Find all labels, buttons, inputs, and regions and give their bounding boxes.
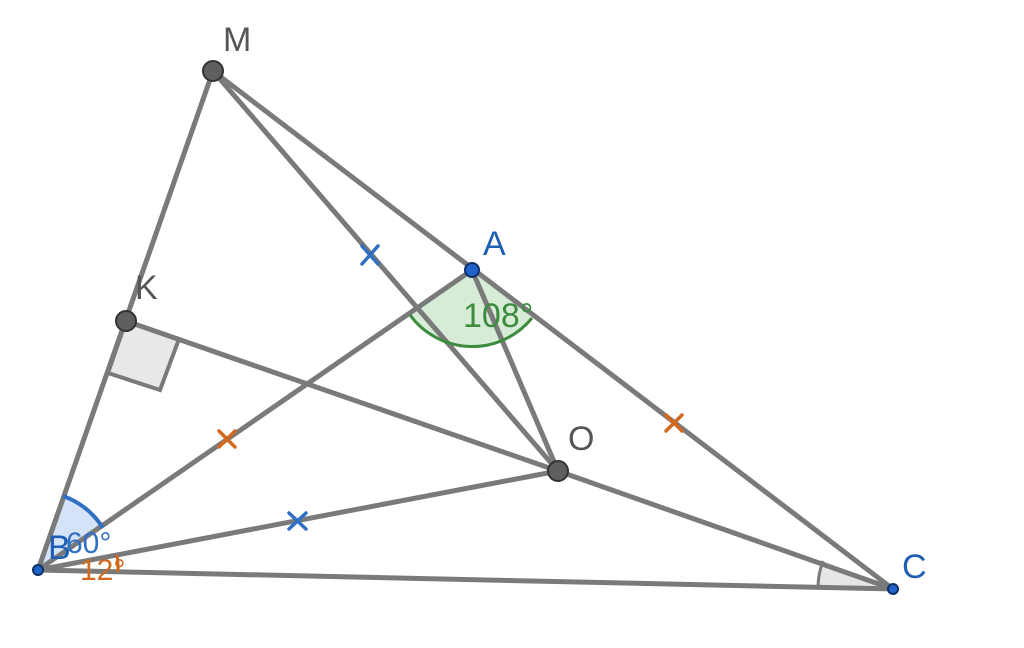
point-C xyxy=(887,583,899,595)
label-B: B xyxy=(48,529,71,567)
angle-arc-B-inner xyxy=(115,554,120,573)
angle-arc-A xyxy=(408,314,534,349)
angle-arc-C xyxy=(816,560,825,588)
angle-arc-B-outer xyxy=(62,494,105,530)
label-A: A xyxy=(483,225,506,263)
label-O: O xyxy=(568,420,594,458)
segment-BC xyxy=(35,567,896,592)
segment-AO xyxy=(469,267,561,474)
segment-KO xyxy=(123,318,561,474)
segment-MO xyxy=(210,68,561,474)
tick-mark-BO xyxy=(287,511,308,531)
label-C: C xyxy=(902,548,927,586)
point-K xyxy=(115,310,137,332)
point-O xyxy=(547,460,569,482)
angle-arc-A-fill xyxy=(410,270,532,347)
angle-arc-B-fill xyxy=(38,496,103,570)
angle-label-A: 108° xyxy=(463,297,533,335)
label-K: K xyxy=(135,269,158,307)
angle-label-B-outer: 60° xyxy=(66,527,111,560)
segment-OC xyxy=(555,468,896,592)
right-angle-mark-K xyxy=(105,318,182,393)
segment-BA xyxy=(35,267,475,573)
tick-mark-MO xyxy=(360,244,380,266)
tick-mark-BA xyxy=(217,429,237,449)
segment-MC xyxy=(210,68,896,592)
point-B xyxy=(32,564,44,576)
point-M xyxy=(202,60,224,82)
point-A xyxy=(464,262,480,278)
tick-mark-AC xyxy=(664,413,684,433)
angle-label-B-inner: 12° xyxy=(80,554,125,587)
label-M: M xyxy=(223,21,251,59)
